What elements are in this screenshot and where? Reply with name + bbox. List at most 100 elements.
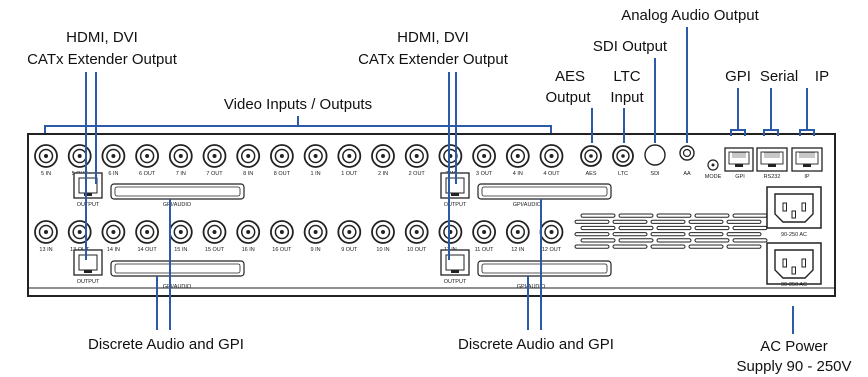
- label-aes-2: Output: [545, 89, 591, 106]
- leader-gpi-bracket: [730, 88, 746, 136]
- vent-slot: [618, 225, 654, 231]
- bnc-connector[interactable]: [438, 220, 463, 244]
- vent-slot: [580, 225, 616, 231]
- output-jack-top-left[interactable]: [73, 172, 103, 199]
- vent-slot: [650, 219, 686, 224]
- video-io-bracket: [44, 125, 552, 133]
- output-jack-bottom-right[interactable]: [440, 249, 470, 276]
- gpi-audio-connector-top-right[interactable]: [477, 183, 612, 200]
- sdi-port-label: SDI: [650, 171, 660, 177]
- bnc-label: 10 IN: [376, 247, 389, 253]
- gpi-audio-label-bottom-right: GPI/AUDIO: [517, 284, 546, 290]
- bnc-label: 15 IN: [174, 247, 187, 253]
- bnc-label: 9 OUT: [341, 247, 358, 253]
- aes-bnc-connector[interactable]: [580, 145, 602, 167]
- bnc-connector[interactable]: [472, 220, 497, 244]
- ac-power-label-top: 90-250 AC: [781, 232, 807, 238]
- vent-slot: [656, 213, 692, 218]
- bnc-connector[interactable]: [34, 144, 58, 168]
- mode-button[interactable]: [707, 159, 719, 171]
- bnc-connector[interactable]: [404, 220, 429, 244]
- bnc-connector[interactable]: [168, 220, 193, 244]
- bnc-label: 9 IN: [311, 247, 321, 253]
- mode-label: MODE: [705, 174, 722, 180]
- bnc-connector[interactable]: [67, 220, 92, 244]
- bnc-label: 4 IN: [513, 171, 523, 177]
- vent-slot: [574, 232, 610, 237]
- label-discrete-right: Discrete Audio and GPI: [458, 336, 614, 353]
- bnc-label: 7 IN: [176, 171, 186, 177]
- label-hdmi-dvi-left-2: CATx Extender Output: [27, 51, 178, 68]
- label-hdmi-dvi-left-1: HDMI, DVI: [66, 29, 138, 46]
- analog-audio-jack[interactable]: [679, 145, 695, 161]
- sdi-output-connector[interactable]: [644, 144, 666, 166]
- bnc-connector[interactable]: [404, 144, 429, 168]
- bnc-label: 8 IN: [243, 171, 253, 177]
- label-discrete-left: Discrete Audio and GPI: [88, 336, 244, 353]
- bnc-label: 12 OUT: [542, 247, 562, 253]
- bnc-connector[interactable]: [269, 220, 294, 244]
- bnc-connector[interactable]: [34, 220, 58, 244]
- label-video-io: Video Inputs / Outputs: [224, 96, 372, 113]
- bnc-label: 8 OUT: [274, 171, 291, 177]
- vent-slot: [732, 213, 768, 218]
- leader-serial-bracket: [763, 88, 779, 136]
- bnc-connector[interactable]: [202, 220, 227, 244]
- rs232-port[interactable]: [756, 147, 788, 172]
- bnc-connector[interactable]: [101, 220, 126, 244]
- gpi-audio-connector-bottom-left[interactable]: [110, 260, 245, 277]
- bnc-connector[interactable]: [236, 144, 261, 168]
- bnc-connector[interactable]: [303, 144, 328, 168]
- vent-slot: [688, 244, 724, 249]
- label-aes-1: AES: [555, 68, 585, 85]
- ltc-bnc-connector[interactable]: [612, 145, 634, 167]
- bnc-label: 1 IN: [311, 171, 321, 177]
- gpi-audio-connector-bottom-right[interactable]: [477, 260, 612, 277]
- bnc-label: 16 OUT: [272, 247, 292, 253]
- bnc-connector[interactable]: [101, 144, 126, 168]
- vent-slot: [574, 244, 610, 249]
- ip-port-label: IP: [804, 174, 810, 180]
- ac-power-inlet-bottom[interactable]: [766, 242, 822, 285]
- bnc-connector[interactable]: [539, 144, 564, 168]
- ac-power-inlet-top[interactable]: [766, 186, 822, 229]
- gpi-port[interactable]: [724, 147, 754, 172]
- bnc-connector[interactable]: [371, 220, 395, 244]
- gpi-port-label: GPI: [735, 174, 745, 180]
- bnc-connector[interactable]: [135, 220, 160, 244]
- label-ltc-1: LTC: [613, 68, 640, 85]
- bnc-connector[interactable]: [505, 144, 530, 168]
- vent-slot: [580, 213, 616, 218]
- vent-slot: [650, 232, 686, 237]
- bnc-connector[interactable]: [505, 220, 530, 244]
- bnc-connector[interactable]: [337, 144, 362, 168]
- bnc-connector[interactable]: [371, 144, 395, 168]
- bnc-label: 14 IN: [107, 247, 120, 253]
- output-jack-bottom-left[interactable]: [73, 249, 103, 276]
- output-label-bottom-right: OUTPUT: [444, 279, 467, 285]
- bnc-connector[interactable]: [539, 220, 564, 244]
- bnc-connector[interactable]: [236, 220, 261, 244]
- bnc-connector[interactable]: [202, 144, 227, 168]
- vent-slot: [580, 238, 616, 243]
- label-analog-audio-output: Analog Audio Output: [621, 7, 759, 24]
- vent-slot: [650, 244, 686, 249]
- vent-slot: [688, 219, 724, 224]
- bnc-connector[interactable]: [472, 144, 497, 168]
- vent-slot: [694, 225, 730, 231]
- vent-slot: [656, 238, 692, 243]
- bnc-connector[interactable]: [438, 144, 463, 168]
- bnc-connector[interactable]: [67, 144, 92, 168]
- bnc-connector[interactable]: [135, 144, 160, 168]
- bnc-label: 11 OUT: [475, 247, 494, 253]
- bnc-connector[interactable]: [168, 144, 193, 168]
- bnc-connector[interactable]: [337, 220, 362, 244]
- bnc-connector[interactable]: [269, 144, 294, 168]
- bnc-label: 4 OUT: [543, 171, 560, 177]
- bnc-connector[interactable]: [303, 220, 328, 244]
- gpi-audio-connector-top-left[interactable]: [110, 183, 245, 200]
- ip-port[interactable]: [791, 147, 823, 172]
- vent-slot: [694, 213, 730, 218]
- vent-slot: [612, 232, 648, 237]
